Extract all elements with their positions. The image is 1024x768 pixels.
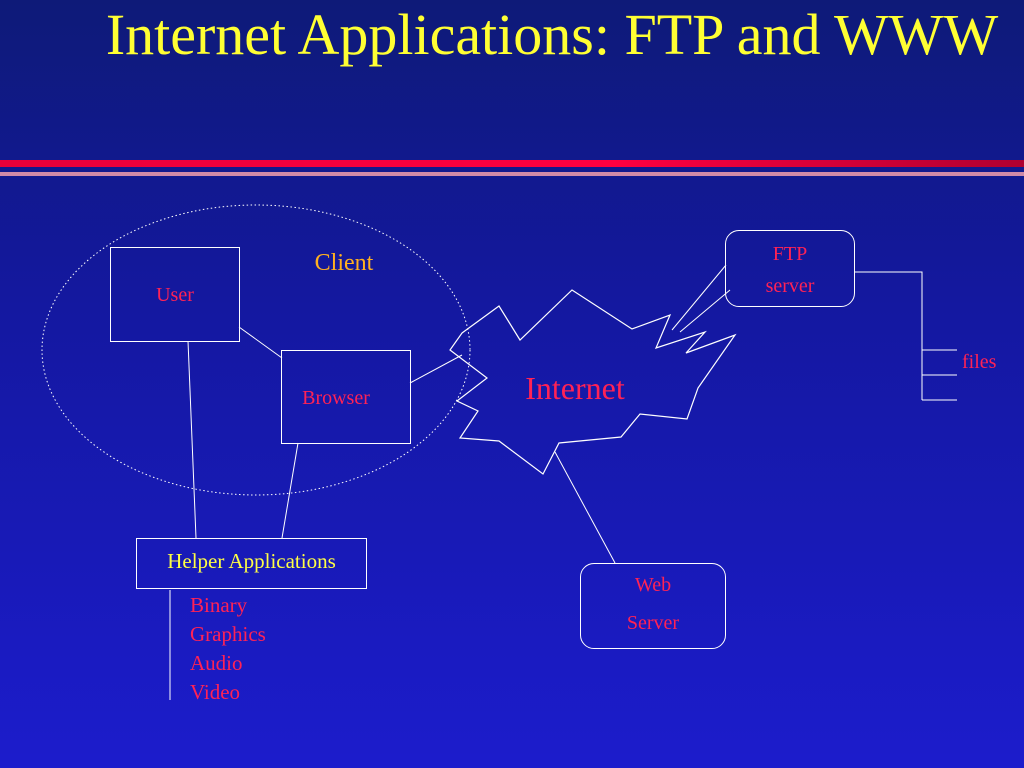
ftp-server-label-line1: FTP <box>772 243 808 265</box>
browser-box: Browser <box>281 350 411 444</box>
browser-internet-connector <box>409 354 463 384</box>
slide-title: Internet Applications: FTP and WWW <box>105 2 999 67</box>
client-boundary <box>41 204 471 496</box>
internet-label: Internet <box>525 370 625 406</box>
helper-type-item: Audio <box>190 651 243 675</box>
internet-ftp-connector-a <box>671 264 727 331</box>
web-server-box: Web Server <box>580 563 726 649</box>
ftp-server-box: FTP server <box>725 230 855 307</box>
internet-ftp-connector-b <box>679 289 731 333</box>
ftp-files-tree <box>854 271 923 400</box>
web-server-label-line1: Web <box>634 574 672 596</box>
user-label: User <box>156 284 194 306</box>
internet-web-connector <box>554 451 616 564</box>
browser-helper-connector <box>281 442 299 539</box>
helper-type-item: Binary <box>190 593 248 617</box>
title-divider-red <box>0 160 1024 167</box>
user-helper-connector <box>187 340 197 539</box>
internet-cloud <box>449 289 737 475</box>
client-label: Client <box>314 250 374 276</box>
title-divider-pink <box>0 172 1024 176</box>
files-label: files <box>962 351 997 373</box>
user-browser-connector <box>238 326 283 359</box>
helper-type-item: Graphics <box>190 622 266 646</box>
user-box: User <box>110 247 240 342</box>
helper-type-item: Video <box>190 680 241 704</box>
web-server-label-line2: Server <box>626 612 680 634</box>
ftp-server-label-line2: server <box>765 275 815 297</box>
helper-applications-label: Helper Applications <box>167 549 336 573</box>
helper-applications-box: Helper Applications <box>136 538 367 589</box>
browser-label: Browser <box>302 387 370 409</box>
